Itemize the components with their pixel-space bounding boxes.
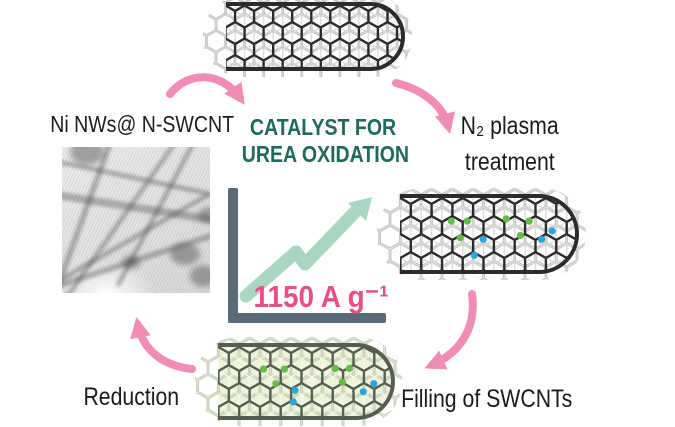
tube-cube-shading [218, 345, 393, 418]
tube-cube-shading [400, 196, 577, 272]
tem-particle-blob [170, 243, 200, 265]
tem-particle-blob [122, 255, 140, 269]
tube-outline [400, 194, 579, 274]
hub-heading-line2: UREA OXIDATION [241, 141, 410, 167]
dopant-blue-dot [470, 251, 478, 259]
dopant-green-dot [463, 217, 471, 225]
tem-particle-blob [70, 147, 104, 165]
dopant-green-dot [447, 217, 455, 225]
filled-swcnt-illustration [192, 333, 409, 427]
plasma-label-line1: N₂ plasma [460, 112, 559, 140]
tube-pristine-svg [203, 0, 412, 77]
dopant-green-dot [280, 365, 289, 373]
hub-heading: CATALYST FOR UREA OXIDATION [227, 114, 419, 168]
trend-arrowhead-icon [348, 197, 372, 221]
dopant-green-dot [502, 215, 510, 223]
dopant-green-dot [525, 217, 533, 225]
dopant-green-dot [516, 231, 524, 240]
chart-y-axis [228, 188, 238, 323]
tube-outline [226, 2, 405, 71]
arrow-filling-step [424, 290, 477, 370]
dopant-green-dot [345, 364, 353, 372]
chart-svg [228, 188, 386, 323]
dopant-green-dot [272, 380, 280, 388]
sample-label: Ni NWs@ N-SWCNT [30, 111, 255, 138]
reduction-label: Reduction [52, 383, 210, 412]
dopant-blue-dot [370, 380, 378, 388]
tube-body [218, 345, 393, 418]
filling-label: Filling of SWCNTs [384, 385, 589, 414]
tem-particle-blob [198, 207, 210, 223]
chart-x-axis [228, 313, 386, 323]
tem-image [62, 147, 210, 293]
dopant-blue-dot [289, 398, 297, 406]
tube-front-lattice [218, 345, 393, 418]
performance-metric-text: 1150 A g⁻¹ [253, 279, 389, 314]
dopant-blue-dot [548, 227, 556, 235]
dopant-blue-dot [359, 388, 367, 396]
dopant-green-dot [331, 364, 339, 372]
dopant-blue-dot [479, 235, 487, 243]
tube-cube-shading [226, 4, 403, 69]
dopant-blue-dot [291, 386, 299, 394]
dopant-green-dot [259, 365, 268, 373]
n-doped-swcnt-illustration [374, 184, 593, 291]
dopant-blue-dot [538, 235, 546, 243]
arrow-reduction-step [130, 316, 196, 373]
plasma-treatment-label: N₂ plasma treatment [429, 108, 591, 180]
tube-front-lattice [400, 196, 577, 272]
tube-outline [218, 343, 395, 420]
rising-trend-arrow [239, 205, 362, 303]
pristine-swcnt-illustration [200, 0, 419, 88]
tube-filled-svg [195, 337, 402, 426]
performance-chart [215, 182, 410, 332]
dopant-green-dot [456, 234, 464, 242]
tube-doped-svg [377, 188, 586, 280]
dopant-green-dot [338, 378, 346, 386]
hub-heading-line1: CATALYST FOR [249, 114, 397, 140]
performance-metric: 1150 A g⁻¹ [246, 279, 396, 315]
plasma-label-line2: treatment [465, 148, 555, 176]
sample-label-text: Ni NWs@ N-SWCNT [50, 111, 235, 137]
filling-label-text: Filling of SWCNTs [400, 385, 573, 413]
reduction-label-text: Reduction [83, 383, 179, 411]
tem-particle-blob [190, 265, 210, 287]
